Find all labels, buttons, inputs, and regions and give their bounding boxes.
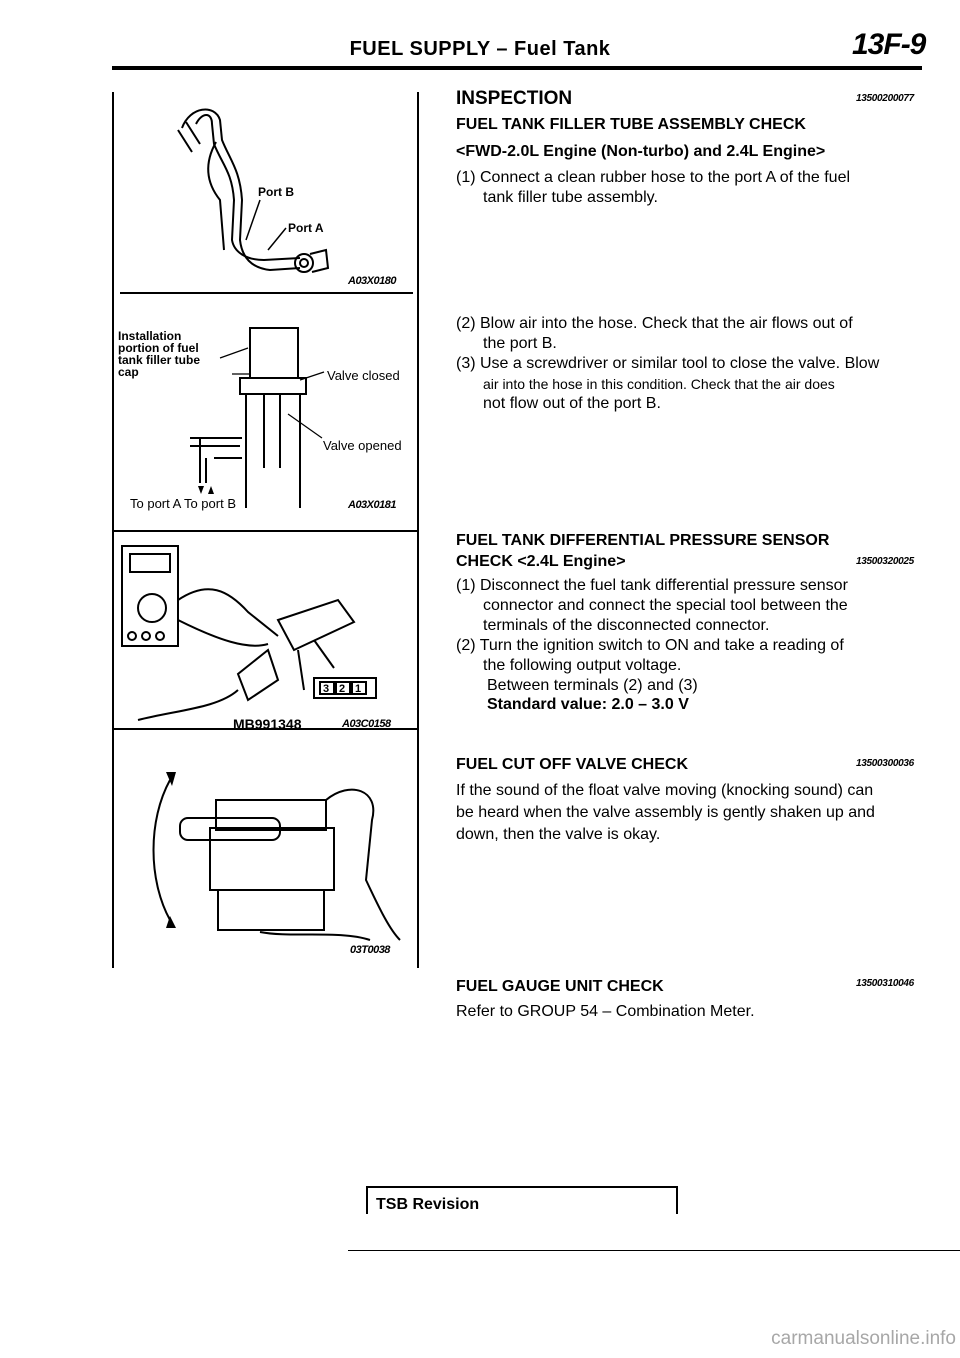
- valve-drawing: [190, 327, 325, 508]
- figure-code: A03X0180: [348, 275, 397, 287]
- terminal-3: 3: [323, 683, 329, 695]
- valve-closed-label: Valve closed: [327, 368, 400, 383]
- cut-off-valve-heading: FUEL CUT OFF VALVE CHECK: [456, 756, 688, 773]
- gauge-unit-heading: FUEL GAUGE UNIT CHECK: [456, 978, 664, 995]
- valve-figure: [180, 318, 330, 508]
- terminal-2: 2: [339, 683, 345, 695]
- pressure-sensor-steps: (1) Disconnect the fuel tank differentia…: [456, 576, 926, 696]
- port-a-label: Port A: [288, 221, 324, 235]
- callout-line: portion of fuel: [118, 341, 199, 355]
- filler-tube-drawing: Port B Port A: [177, 108, 330, 273]
- section-code: 13500320025: [856, 556, 914, 567]
- text-line: connector and connect the special tool b…: [483, 597, 848, 614]
- figure-divider: [112, 530, 417, 532]
- watermark: carmanualsonline.info: [771, 1328, 956, 1349]
- text-line: (1) Connect a clean rubber hose to the p…: [456, 169, 851, 186]
- callout-line: Installation: [118, 329, 182, 343]
- port-b-label: Port B: [258, 185, 294, 199]
- text-line: If the sound of the float valve moving (…: [456, 782, 874, 799]
- cut-off-valve-figure: [140, 760, 410, 950]
- tsb-revision-label: TSB Revision: [376, 1196, 480, 1213]
- terminal-1: 1: [355, 683, 361, 695]
- heading-line: FUEL TANK DIFFERENTIAL PRESSURE SENSOR: [456, 532, 830, 549]
- heading-line: CHECK <2.4L Engine>: [456, 553, 626, 570]
- voltmeter-figure: 3 2 1: [118, 540, 408, 730]
- text-line: not flow out of the port B.: [483, 395, 661, 412]
- special-tool-label: MB991348: [233, 716, 302, 732]
- filler-tube-steps-2-3: (2) Blow air into the hose. Check that t…: [456, 314, 926, 414]
- figure-column: [112, 92, 419, 968]
- text-line: (2) Blow air into the hose. Check that t…: [456, 315, 853, 332]
- terminals-line: Between terminals (2) and (3): [487, 677, 698, 694]
- section-code: 13500310046: [856, 978, 914, 989]
- installation-callout: Installation portion of fuel tank filler…: [118, 330, 200, 378]
- filler-tube-heading: FUEL TANK FILLER TUBE ASSEMBLY CHECK: [456, 116, 806, 133]
- port-direction-label: To port A To port B: [130, 496, 236, 511]
- callout-line: cap: [118, 365, 139, 379]
- pressure-sensor-heading: FUEL TANK DIFFERENTIAL PRESSURE SENSOR C…: [456, 530, 829, 572]
- figure-code: A03C0158: [342, 718, 391, 730]
- tsb-revision-box: TSB Revision: [366, 1186, 678, 1214]
- section-code: 13500300036: [856, 758, 914, 769]
- page-code: 13F-9: [852, 28, 926, 61]
- figure-code: A03X0181: [348, 499, 397, 511]
- filler-tube-figure: Port B Port A: [160, 100, 410, 290]
- text-line: terminals of the disconnected connector.: [483, 617, 770, 634]
- text-line: be heard when the valve assembly is gent…: [456, 804, 875, 821]
- inspection-heading: INSPECTION: [456, 88, 573, 109]
- page-title: FUEL SUPPLY – Fuel Tank: [349, 38, 611, 60]
- gauge-unit-body: Refer to GROUP 54 – Combination Meter.: [456, 1003, 755, 1020]
- figure-code: 03T0038: [350, 944, 390, 956]
- footer-rule: [348, 1250, 960, 1251]
- text-line: (3) Use a screwdriver or similar tool to…: [456, 355, 880, 372]
- filler-tube-subheading: <FWD-2.0L Engine (Non-turbo) and 2.4L En…: [456, 143, 826, 160]
- standard-value: Standard value: 2.0 – 3.0 V: [487, 696, 689, 713]
- text-line: the port B.: [483, 335, 557, 352]
- section-code: 13500200077: [856, 93, 914, 104]
- header-rule: [112, 66, 922, 70]
- filler-tube-step-1: (1) Connect a clean rubber hose to the p…: [456, 168, 926, 208]
- figure-divider: [112, 728, 417, 730]
- callout-line: tank filler tube: [118, 353, 201, 367]
- text-line: (1) Disconnect the fuel tank differentia…: [456, 577, 848, 594]
- cut-off-valve-body: If the sound of the float valve moving (…: [456, 780, 926, 846]
- text-line: air into the hose in this condition. Che…: [483, 376, 835, 392]
- text-line: down, then the valve is okay.: [456, 826, 661, 843]
- text-line: (2) Turn the ignition switch to ON and t…: [456, 637, 844, 654]
- text-line: tank filler tube assembly.: [483, 189, 658, 206]
- text-line: the following output voltage.: [483, 657, 682, 674]
- cut-off-valve-drawing: [152, 772, 401, 941]
- valve-opened-label: Valve opened: [323, 438, 402, 453]
- figure-divider: [120, 292, 413, 294]
- voltmeter-drawing: 3 2 1: [121, 545, 377, 721]
